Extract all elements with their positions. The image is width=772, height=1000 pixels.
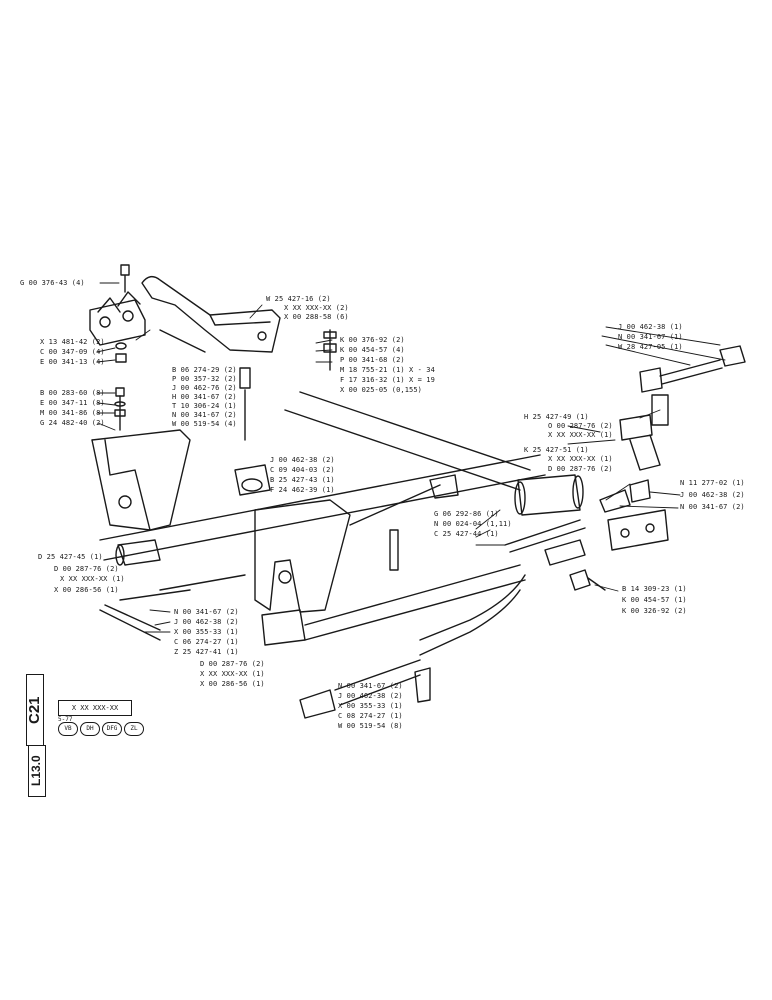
part-label: D 00 287-76 (2) (548, 465, 613, 473)
part-label: C 06 274-27 (1) (174, 638, 239, 646)
part-label: N 00 341-67 (2) (680, 503, 745, 511)
part-label: N 00 024-04 (1,11) (434, 520, 512, 528)
part-label: W 28 427-05 (1) (618, 343, 683, 351)
part-label: K 00 376-92 (2) (340, 336, 405, 344)
frame-beam-bottom (261, 564, 526, 656)
part-label: J 00 462-38 (2) (174, 618, 239, 626)
part-label: X 13 481-42 (2) (40, 338, 105, 346)
part-label: X XX XXX-XX (1) (200, 670, 265, 678)
part-label: H 25 427-49 (1) (524, 413, 589, 421)
reference-box: X XX XXX-XX (58, 700, 132, 716)
part-label: N 00 341-67 (1) (618, 333, 683, 341)
sheet-code-secondary-wrap: L13.0 (28, 745, 46, 797)
connecting-rod-left (99, 574, 246, 641)
part-label: O 00 287-76 (2) (548, 422, 613, 430)
threaded-rod-top-right (639, 345, 746, 393)
part-label: P 00 357-32 (2) (172, 375, 237, 383)
support-bracket-center (254, 499, 351, 613)
part-label: W 00 519-54 (8) (338, 722, 403, 730)
part-label: D 00 287-76 (2) (200, 660, 265, 668)
sheet-code-primary: C21 (26, 696, 43, 724)
part-label: D 00 287-76 (2) (54, 565, 119, 573)
part-label: Z 25 427-41 (1) (174, 648, 239, 656)
part-label: J 00 462-38 (1) (618, 323, 683, 331)
part-label: M 18 755-21 (1) X - 34 (340, 366, 435, 374)
part-label: F 24 462-39 (1) (270, 486, 335, 494)
part-label: X 00 355-33 (1) (338, 702, 403, 710)
part-label: N 00 341-67 (2) (338, 682, 403, 690)
part-label: W 00 519-54 (4) (172, 420, 237, 428)
washer-stack-top-left (115, 342, 127, 363)
bolt-top-left (120, 264, 130, 293)
part-label: J 00 462-38 (2) (680, 491, 745, 499)
country-code-3: DFG (102, 722, 122, 736)
part-label: N 11 277-02 (1) (680, 479, 745, 487)
mounting-block-top-left (89, 291, 146, 346)
part-label: X 00 286-56 (1) (54, 586, 119, 594)
sheet-code: C21 (26, 674, 44, 746)
part-label: C 09 404-03 (2) (270, 466, 335, 474)
part-label: X XX XXX-XX (1) (60, 575, 125, 583)
center-pin (389, 529, 399, 571)
country-code-4: ZL (124, 722, 144, 736)
part-label: G 06 292-86 (1) (434, 510, 499, 518)
part-label: K 25 427-51 (1) (524, 446, 589, 454)
pivot-tube-left (115, 539, 161, 566)
bolt-stack-left (114, 387, 126, 431)
plate-right (607, 509, 669, 551)
lever-assembly-right (619, 394, 669, 471)
part-label: D 25 427-45 (1) (38, 553, 103, 561)
part-label: T 10 306-24 (1) (172, 402, 237, 410)
part-label: K 00 454-57 (4) (340, 346, 405, 354)
part-label: X XX XXX-XX (1) (548, 455, 613, 463)
part-label: N 00 341-67 (2) (172, 411, 237, 419)
part-label: B 14 309-23 (1) (622, 585, 687, 593)
bolt-right (569, 569, 606, 591)
support-bracket-left (91, 429, 191, 531)
cross-shaft-main (99, 391, 546, 561)
part-label: J 00 462-76 (2) (172, 384, 237, 392)
part-label: K 00 326-92 (2) (622, 607, 687, 615)
part-label: X 00 355-33 (1) (174, 628, 239, 636)
part-label: P 00 341-68 (2) (340, 356, 405, 364)
part-label: C 00 347-09 (4) (40, 348, 105, 356)
pedal-lever (141, 275, 281, 353)
part-label: X 00 288-58 (6) (284, 313, 349, 321)
part-label: H 00 341-67 (2) (172, 393, 237, 401)
pivot-tube-right (514, 474, 584, 516)
part-label: C 25 427-44 (1) (434, 530, 499, 538)
lever-vertical-mid (234, 367, 271, 496)
part-label: N 00 341-67 (2) (174, 608, 239, 616)
part-label: W 25 427-16 (2) (266, 295, 331, 303)
part-label: X XX XXX-XX (1) (548, 431, 613, 439)
part-label: X XX XXX-XX (2) (284, 304, 349, 312)
part-label: G 24 482-40 (2) (40, 419, 105, 427)
part-label: G 00 376-43 (4) (20, 279, 85, 287)
part-label: X 00 025-05 (0,155) (340, 386, 422, 394)
part-label: M 00 341-86 (8) (40, 409, 105, 417)
country-code-2: DH (80, 722, 100, 736)
threaded-rod-center (349, 474, 459, 526)
part-label: X 00 286-56 (1) (200, 680, 265, 688)
linkage-bottom (299, 659, 431, 719)
part-label: J 00 462-38 (2) (338, 692, 403, 700)
reference-number: X XX XXX-XX (71, 704, 119, 712)
cable-right (504, 519, 586, 566)
part-label: B 06 274-29 (2) (172, 366, 237, 374)
part-label: E 00 347-11 (8) (40, 399, 105, 407)
country-code-1: VB (58, 722, 78, 736)
part-label: B 25 427-43 (1) (270, 476, 335, 484)
sheet-code-secondary: L13.0 (29, 755, 43, 787)
part-label: K 00 454-57 (1) (622, 596, 687, 604)
part-label: J 00 462-38 (2) (270, 456, 335, 464)
part-label: B 00 283-60 (8) (40, 389, 105, 397)
part-label: C 08 274-27 (1) (338, 712, 403, 720)
part-label: F 17 316-32 (1) X = 19 (340, 376, 435, 384)
part-label: E 00 341-13 (4) (40, 358, 105, 366)
sheet-date: 5-77 (58, 716, 73, 723)
